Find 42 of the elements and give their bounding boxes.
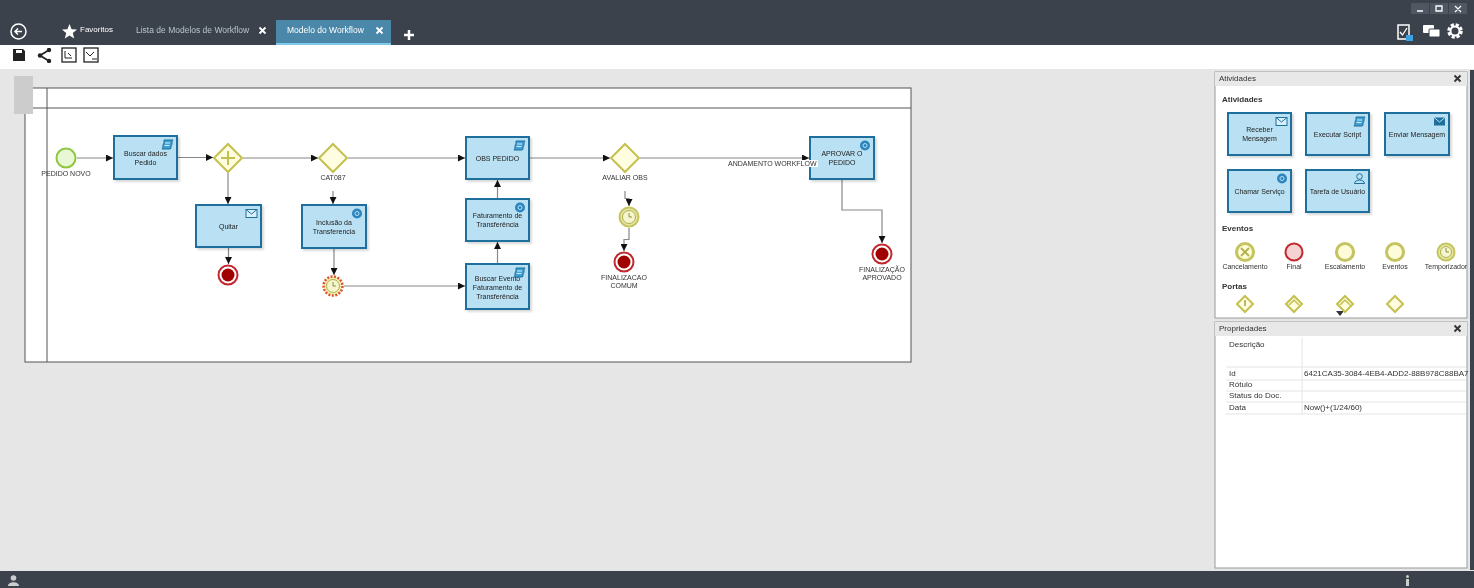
sequence-flow-arrow bbox=[330, 248, 338, 276]
task-box bbox=[195, 204, 262, 248]
section-heading: Portas bbox=[1222, 282, 1247, 291]
sequence-flow-arrow bbox=[177, 154, 214, 161]
task-box bbox=[1227, 169, 1292, 213]
tab-label: Modelo do Workflow bbox=[287, 25, 364, 35]
sequence-flow-arrow bbox=[242, 154, 319, 162]
section-heading: Atividades bbox=[1222, 95, 1263, 104]
sequence-flow-arrow bbox=[841, 179, 886, 244]
sequence-flow-arrow bbox=[225, 247, 232, 265]
task-box bbox=[465, 136, 530, 180]
property-name: Rótulo bbox=[1229, 380, 1253, 389]
sequence-flow-arrow bbox=[76, 154, 114, 162]
sequence-flow-arrow bbox=[329, 190, 337, 205]
section-heading: Eventos bbox=[1222, 224, 1254, 233]
task-box bbox=[113, 135, 178, 180]
property-value: Now()+(1/24/60) bbox=[1304, 403, 1363, 412]
sequence-flow-arrow bbox=[224, 172, 232, 205]
sequence-flow-arrow bbox=[639, 154, 810, 162]
tab-label: Lista de Modelos de Workflow bbox=[136, 25, 250, 35]
sequence-flow-arrow bbox=[529, 154, 611, 162]
panel-title: Propriedades bbox=[1219, 324, 1267, 333]
panel-title: Atividades bbox=[1219, 74, 1256, 83]
task-box bbox=[465, 263, 530, 310]
sequence-flow-arrow bbox=[620, 227, 630, 252]
task-box bbox=[1305, 112, 1370, 156]
property-value: 6421CA35-3084-4EB4-ADD2-88B978C88BA7 bbox=[1304, 369, 1469, 378]
task-box bbox=[1384, 112, 1450, 156]
sequence-flow-arrow bbox=[494, 241, 501, 264]
property-name: Status do Doc. bbox=[1229, 391, 1282, 400]
task-box bbox=[465, 198, 530, 242]
property-name: Descrição bbox=[1229, 340, 1265, 349]
tab-label: Favoritos bbox=[80, 25, 113, 34]
task-box bbox=[1305, 169, 1370, 213]
sequence-flow-arrow bbox=[494, 179, 501, 199]
sequence-flow-arrow bbox=[624, 190, 633, 207]
sequence-flow-arrow bbox=[343, 282, 466, 290]
task-box bbox=[301, 204, 367, 249]
property-name: Id bbox=[1229, 369, 1236, 378]
sequence-flow-arrow bbox=[347, 154, 466, 162]
task-box bbox=[1227, 112, 1292, 156]
property-name: Data bbox=[1229, 403, 1246, 412]
